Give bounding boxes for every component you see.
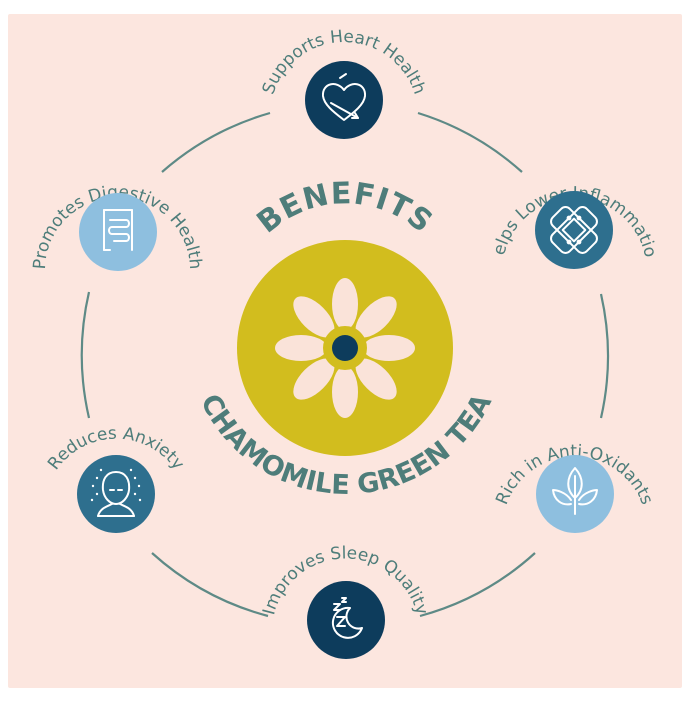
petal — [363, 335, 415, 361]
leaf-icon — [552, 467, 598, 515]
petal — [275, 335, 327, 361]
anxiety-dots — [90, 468, 142, 502]
benefit-badge — [79, 193, 157, 271]
flower-petals — [275, 278, 415, 418]
heart-arrow-icon — [321, 73, 367, 121]
petal — [332, 278, 358, 330]
petal — [355, 296, 397, 338]
petal — [293, 358, 335, 400]
petal — [293, 296, 335, 338]
ring-segment — [161, 111, 271, 173]
ring-segment — [80, 291, 91, 419]
petal — [332, 366, 358, 418]
connector-ring — [80, 111, 609, 618]
benefit-badge — [77, 455, 155, 533]
ring-segment — [417, 111, 523, 173]
ring-segment — [599, 293, 609, 419]
bandage-icon — [550, 206, 598, 254]
moon-sleep-icon — [331, 597, 363, 639]
intestine-icon — [103, 209, 133, 251]
petal — [355, 358, 397, 400]
benefit-badge — [305, 61, 383, 139]
calm-head-icon — [97, 471, 135, 517]
flower-center — [332, 335, 358, 361]
chamomile-flower — [237, 240, 453, 456]
ring-segment — [419, 552, 536, 618]
ring-segment — [151, 552, 269, 618]
benefit-badge — [535, 191, 613, 269]
